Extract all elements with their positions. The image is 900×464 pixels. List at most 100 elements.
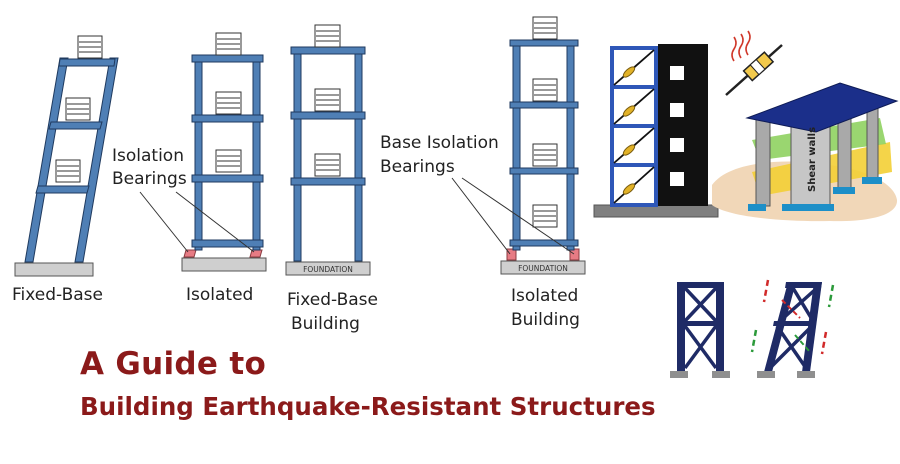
fixed-base-label: Fixed-Base [12, 285, 103, 305]
tilted-floor-slab [48, 121, 103, 130]
isolated-ground-slab [181, 257, 267, 272]
brace-footing [712, 371, 730, 378]
window-icon [55, 159, 81, 183]
floor-slab [191, 239, 264, 248]
foundation-slab [285, 261, 371, 276]
isolation-leader-line [139, 191, 189, 253]
roof-slab [191, 54, 264, 63]
column-footing [862, 177, 882, 184]
shear-wall-panel [790, 119, 831, 209]
isolation-bearing [569, 248, 580, 261]
shear-walls-label: Shear walls [807, 127, 818, 192]
window-icon [532, 143, 558, 167]
fixed-base-building-label-line2: Building [291, 314, 360, 334]
heat-wave-icon [738, 33, 744, 59]
roof-slab [290, 46, 366, 55]
core-opening [670, 66, 684, 80]
column-right [252, 54, 261, 251]
brace-footing [757, 371, 775, 378]
floor-slab [290, 111, 366, 120]
tilted-left-column [24, 57, 69, 263]
deformation-marker [827, 284, 835, 308]
isolation-leader-line [175, 191, 255, 253]
floor-slab [509, 239, 579, 247]
isolation-leader-line [451, 177, 511, 255]
window-icon [532, 78, 558, 102]
foundation-slab [500, 260, 586, 275]
brace-footing [670, 371, 688, 378]
deformation-marker [762, 279, 770, 303]
core-opening [670, 138, 684, 152]
braced-frame-static [670, 282, 730, 378]
brace-beam [773, 321, 815, 326]
brace-footing [797, 371, 815, 378]
shear-wall-structure: Shear walls [712, 82, 899, 222]
viscous-damper-icon [725, 30, 783, 96]
isolation-bearings-label-line2: Bearings [112, 169, 187, 189]
brace-beam [785, 282, 822, 288]
window-icon [77, 35, 103, 59]
window-icon [215, 91, 242, 115]
fixed-base-building-label-line1: Fixed-Base [287, 290, 378, 310]
foundation-label: FOUNDATION [303, 265, 353, 274]
isolated-label: Isolated [186, 285, 254, 305]
window-icon [314, 153, 341, 177]
core-opening [670, 103, 684, 117]
deformation-marker [820, 331, 828, 355]
window-icon [215, 149, 242, 173]
foundation-label: FOUNDATION [518, 264, 568, 273]
tilted-floor-slab [35, 185, 90, 194]
damper-unit [622, 66, 636, 78]
roof-slab [509, 39, 579, 47]
shear-column [755, 117, 771, 207]
guide-title-line2: Building Earthquake-Resistant Structures [80, 392, 656, 421]
column-left [293, 46, 302, 262]
floor-slab [290, 177, 366, 186]
floor-slab [509, 167, 579, 175]
damper-unit [622, 144, 636, 156]
braced-frame-deformed [750, 279, 835, 378]
isolated-building-tall: FOUNDATION [451, 16, 586, 275]
floor-slab [191, 114, 264, 123]
isolation-bearing [183, 249, 197, 258]
base-isolation-bearings-label-line1: Base Isolation [380, 133, 499, 153]
heat-wave-icon [731, 36, 737, 62]
brace-beam [677, 282, 724, 288]
floor-slab [191, 174, 264, 183]
column-right [354, 46, 363, 262]
column-right [566, 39, 575, 251]
brace-beam [677, 321, 724, 326]
column-left [194, 54, 203, 251]
column-footing [833, 187, 855, 194]
brace-column [764, 282, 796, 372]
deformation-marker [794, 334, 811, 353]
isolation-bearings-label-line1: Isolation [112, 146, 184, 166]
window-icon [532, 16, 558, 40]
column-footing [748, 204, 766, 211]
deformation-marker [750, 329, 758, 353]
fixed-base-building: FOUNDATION [285, 24, 371, 276]
isolated-building-label-line1: Isolated [511, 286, 579, 306]
base-isolation-bearings-label-line2: Bearings [380, 157, 455, 177]
damper-braced-frame [593, 44, 719, 218]
isolated-building-label-line2: Building [511, 310, 580, 330]
isolated-building [139, 32, 267, 272]
fixed-base-ground-slab [14, 262, 94, 277]
window-icon [314, 88, 341, 112]
floor-slab [509, 101, 579, 109]
brace-column [677, 282, 685, 372]
tilted-roof-slab [58, 58, 116, 67]
core-opening [670, 172, 684, 186]
column-left [512, 39, 521, 251]
damper-unit [622, 183, 636, 195]
damper-unit [622, 105, 636, 117]
deformation-marker [781, 299, 801, 319]
guide-title-line1: A Guide to [80, 346, 267, 382]
window-icon [215, 32, 242, 56]
fixed-base-tilted-building [14, 35, 119, 277]
blue-roof [745, 82, 899, 133]
window-icon [314, 24, 341, 48]
isolation-leader-line [461, 177, 575, 255]
